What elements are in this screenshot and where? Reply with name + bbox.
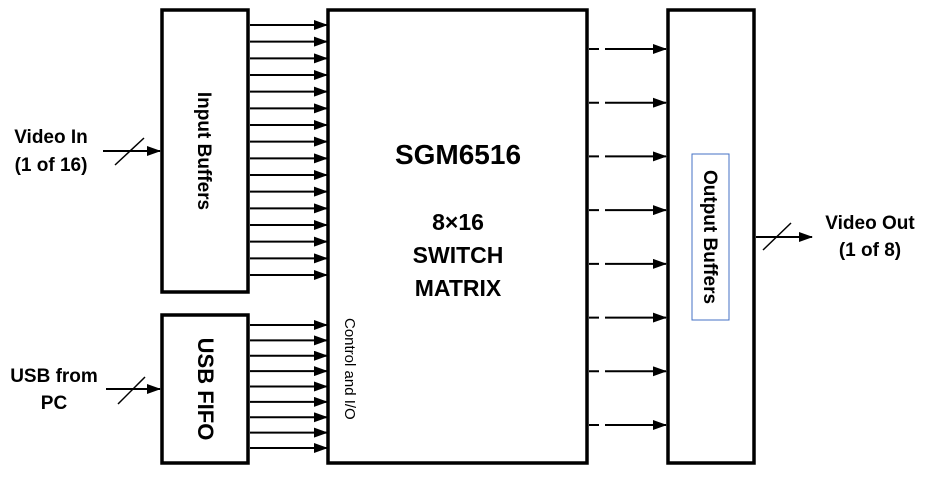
- input-buffer-lines: [250, 20, 328, 280]
- matrix-line-switch: SWITCH: [413, 242, 504, 268]
- input-buffers-block: [160, 8, 250, 294]
- chip-title: SGM6516: [395, 139, 521, 170]
- video-out-arrow: [756, 222, 813, 251]
- matrix-output-lines: [589, 44, 667, 430]
- output-buffers-label-box: [691, 153, 730, 321]
- matrix-line-matrix: MATRIX: [415, 275, 502, 301]
- video-in-arrow: [103, 137, 161, 166]
- usb-in-label: USB from: [10, 366, 98, 387]
- switch-matrix-block: [326, 8, 589, 465]
- matrix-size: 8×16: [432, 209, 484, 235]
- video-out-count: (1 of 8): [839, 240, 901, 261]
- usb-fifo-label: USB FIFO: [193, 338, 218, 441]
- video-out-label: Video Out: [825, 213, 915, 234]
- output-buffers-label: Output Buffers: [699, 170, 720, 304]
- video-in-count: (1 of 16): [15, 155, 88, 176]
- control-io-label: Control and I/O: [341, 318, 358, 420]
- usb-in-arrow: [106, 376, 161, 405]
- usb-fifo-lines: [250, 320, 328, 453]
- video-in-label: Video In: [14, 127, 88, 148]
- output-buffers-block: [666, 8, 756, 465]
- usb-in-source: PC: [41, 393, 68, 414]
- input-buffers-label: Input Buffers: [193, 92, 214, 210]
- usb-fifo-block: [160, 313, 250, 465]
